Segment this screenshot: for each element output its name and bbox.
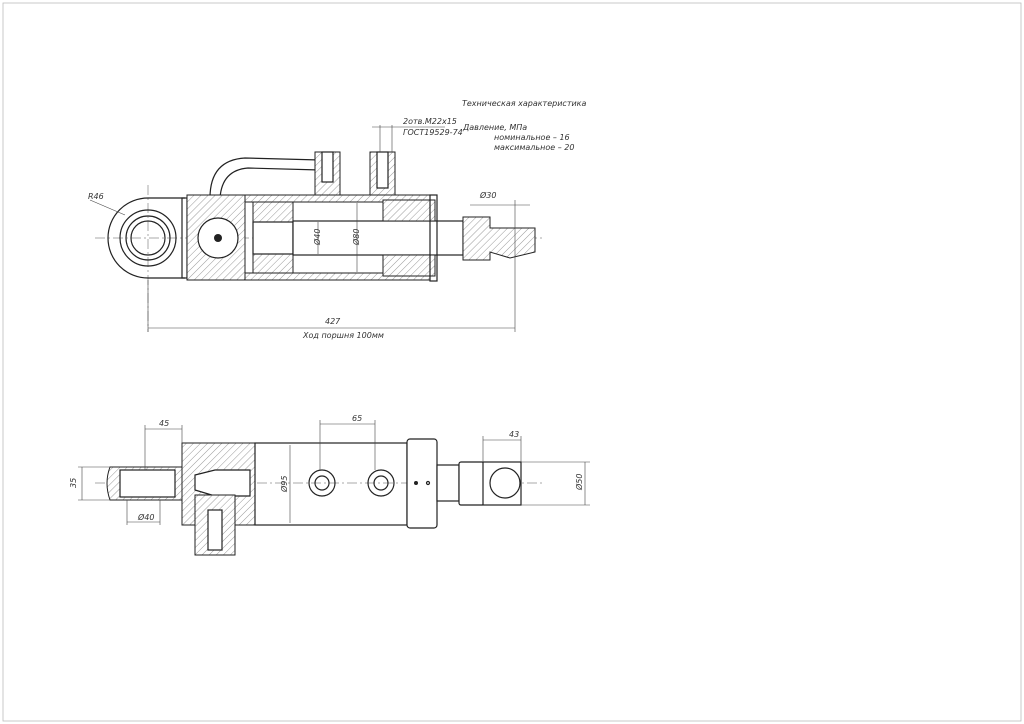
stroke-label: Ход поршня 100мм: [302, 331, 384, 340]
bore-dia-label: Ø80: [351, 229, 361, 246]
eye-radius-label: R46: [88, 192, 104, 201]
dim-45: 45: [159, 419, 169, 428]
oil-pipe: [209, 157, 321, 199]
bottom-view: [78, 420, 590, 556]
rod-dia-label: Ø40: [312, 229, 322, 246]
port-hole-1: [308, 469, 336, 497]
overall-length-label: 427: [325, 317, 341, 326]
dim-35: 35: [69, 478, 78, 488]
rod-eye-dia-label: Ø50: [574, 474, 584, 491]
piston-rod: [292, 220, 464, 256]
pressure-maximum: максимальное – 20: [494, 143, 574, 152]
rod-end-dia-label: Ø30: [479, 190, 496, 200]
rod-end: [462, 216, 536, 261]
rod: [436, 464, 460, 502]
cylinder-barrel: [254, 442, 408, 526]
pressure-label: Давление, МПа: [462, 123, 527, 132]
spec-title: Техническая характеристика: [462, 99, 587, 108]
port-thread-label: 2отв.М22х15: [403, 117, 457, 126]
gland: [382, 199, 436, 222]
port-hole-2: [367, 469, 395, 497]
port-standard-label: ГОСТ19529-74: [403, 128, 463, 137]
dim-65: 65: [352, 414, 362, 423]
body-dia-label: Ø95: [279, 476, 289, 493]
pressure-nominal: номинальное – 16: [494, 133, 570, 142]
top-section-view: [89, 125, 545, 332]
rear-eye: [107, 197, 185, 279]
dim-43: 43: [509, 430, 519, 439]
eye-dia-label: Ø40: [137, 512, 154, 522]
front-flange: [406, 438, 438, 529]
